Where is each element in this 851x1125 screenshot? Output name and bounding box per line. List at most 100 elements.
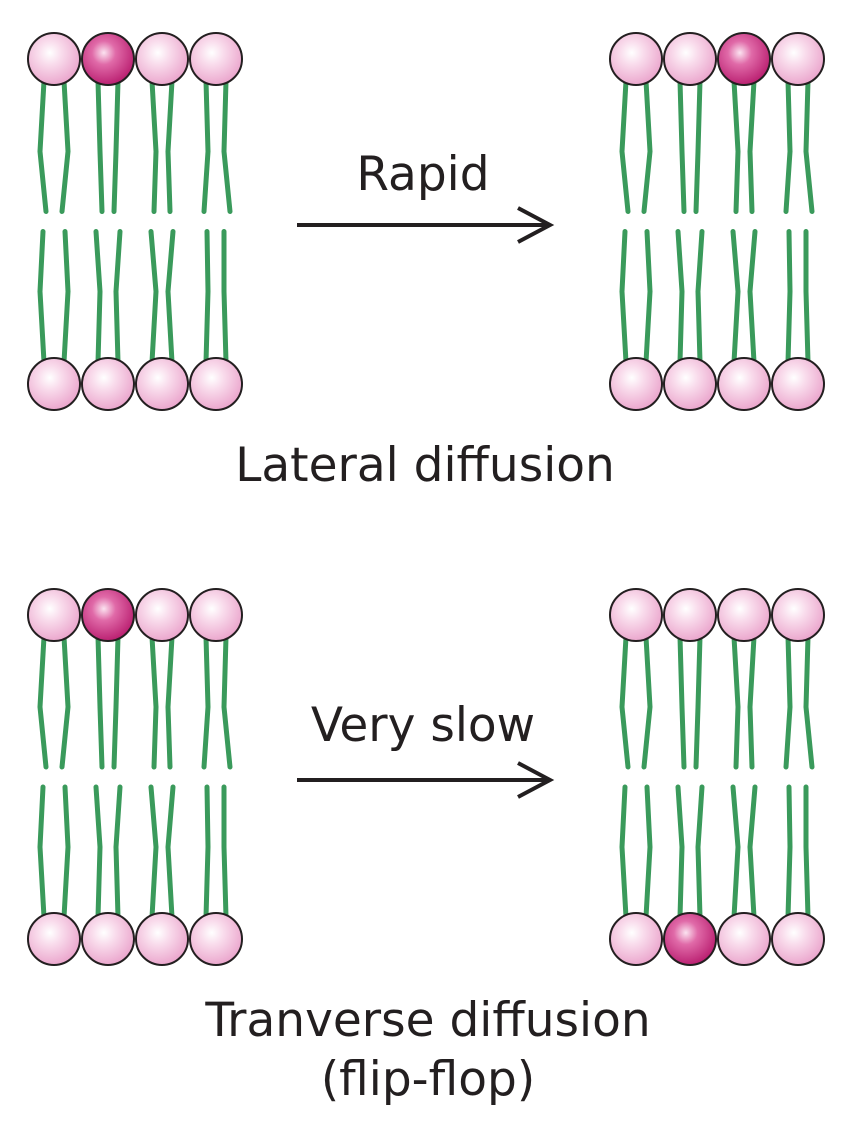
fatty-acid-tail: [149, 78, 159, 214]
fatty-acid-tail: [113, 229, 123, 365]
fatty-acid-tail: [148, 229, 159, 365]
fatty-acid-tail: [783, 634, 793, 770]
fatty-acid-tail: [165, 634, 175, 770]
bilayer-after-transverse: [609, 588, 825, 966]
fatty-acid-tail: [641, 634, 653, 770]
fatty-acid-tail: [783, 78, 793, 214]
fatty-acid-tail: [643, 229, 653, 365]
lipid-head: [135, 588, 189, 642]
fatty-acid-tail: [675, 229, 685, 365]
fatty-acid-tail: [693, 634, 703, 770]
fatty-acid-tail: [165, 229, 176, 365]
very-slow-arrow: Very slow: [297, 698, 555, 799]
fatty-acid-tail: [221, 229, 229, 365]
fatty-acid-tail: [695, 229, 705, 365]
fatty-acid-tail: [37, 78, 49, 214]
bilayer-before-lateral: [27, 32, 243, 411]
caption-flip-flop: (flip-flop): [321, 1052, 535, 1107]
fatty-acid-tail: [803, 78, 815, 214]
fatty-acid-tail: [747, 229, 758, 365]
fatty-acid-tail: [747, 784, 758, 920]
lipid-head: [135, 32, 189, 86]
lipid-head: [609, 32, 663, 86]
lipid-head: [663, 32, 717, 86]
bilayer-after-lateral: [609, 32, 825, 411]
fatty-acid-tail: [693, 78, 703, 214]
fatty-acid-tail: [165, 784, 176, 920]
caption-transverse-diffusion: Tranverse diffusion: [204, 993, 650, 1048]
lipid-head: [81, 912, 135, 966]
fatty-acid-tail: [149, 634, 159, 770]
fatty-acid-tail: [203, 229, 211, 365]
lipid-head: [717, 357, 771, 411]
fatty-acid-tail: [93, 784, 103, 920]
fatty-acid-tail: [221, 634, 233, 770]
marked-lipid-head: [81, 32, 135, 86]
lipid-head: [27, 912, 81, 966]
lipid-head: [189, 588, 243, 642]
fatty-acid-tail: [747, 78, 757, 214]
fatty-acid-tail: [111, 634, 121, 770]
lipid-head: [717, 912, 771, 966]
fatty-acid-tail: [203, 784, 211, 920]
fatty-acid-tail: [619, 784, 629, 920]
lipid-head: [771, 357, 825, 411]
lipid-head: [189, 912, 243, 966]
fatty-acid-tail: [37, 784, 47, 920]
fatty-acid-tail: [221, 78, 233, 214]
fatty-acid-tail: [677, 634, 687, 770]
arrow-label-rapid: Rapid: [356, 147, 489, 202]
fatty-acid-tail: [37, 229, 47, 365]
fatty-acid-tail: [59, 634, 71, 770]
bilayer-before-transverse: [27, 588, 243, 966]
fatty-acid-tail: [221, 784, 229, 920]
marked-lipid-head: [717, 32, 771, 86]
lateral-diffusion-panel: Rapid Lateral diffusion: [27, 32, 825, 493]
fatty-acid-tail: [785, 784, 793, 920]
fatty-acid-tail: [803, 229, 811, 365]
fatty-acid-tail: [675, 784, 685, 920]
fatty-acid-tail: [201, 634, 211, 770]
lipid-head: [189, 32, 243, 86]
fatty-acid-tail: [93, 229, 103, 365]
marked-lipid-head: [663, 912, 717, 966]
marked-lipid-head: [81, 588, 135, 642]
rapid-arrow: Rapid: [297, 147, 555, 244]
fatty-acid-tail: [619, 229, 629, 365]
lipid-head: [771, 912, 825, 966]
lipid-head: [717, 588, 771, 642]
fatty-acid-tail: [643, 784, 653, 920]
lipid-head: [663, 588, 717, 642]
fatty-acid-tail: [641, 78, 653, 214]
lipid-head: [663, 357, 717, 411]
fatty-acid-tail: [730, 229, 741, 365]
arrow-head: [517, 761, 555, 799]
fatty-acid-tail: [730, 784, 741, 920]
fatty-acid-tail: [695, 784, 705, 920]
fatty-acid-tail: [619, 634, 631, 770]
fatty-acid-tail: [61, 229, 71, 365]
fatty-acid-tail: [731, 634, 741, 770]
fatty-acid-tail: [148, 784, 159, 920]
fatty-acid-tail: [803, 784, 811, 920]
lipid-head: [771, 32, 825, 86]
fatty-acid-tail: [95, 634, 105, 770]
arrow-label-very-slow: Very slow: [311, 698, 535, 753]
fatty-acid-tail: [803, 634, 815, 770]
lipid-head: [771, 588, 825, 642]
lipid-head: [135, 357, 189, 411]
fatty-acid-tail: [747, 634, 757, 770]
fatty-acid-tail: [113, 784, 123, 920]
fatty-acid-tail: [677, 78, 687, 214]
caption-lateral-diffusion: Lateral diffusion: [235, 438, 615, 493]
lipid-head: [135, 912, 189, 966]
fatty-acid-tail: [731, 78, 741, 214]
lipid-head: [27, 357, 81, 411]
fatty-acid-tail: [111, 78, 121, 214]
lipid-head: [27, 588, 81, 642]
fatty-acid-tail: [201, 78, 211, 214]
fatty-acid-tail: [37, 634, 49, 770]
transverse-diffusion-panel: Very slow Tranverse diffusion (flip-flop…: [27, 588, 825, 1107]
fatty-acid-tail: [619, 78, 631, 214]
